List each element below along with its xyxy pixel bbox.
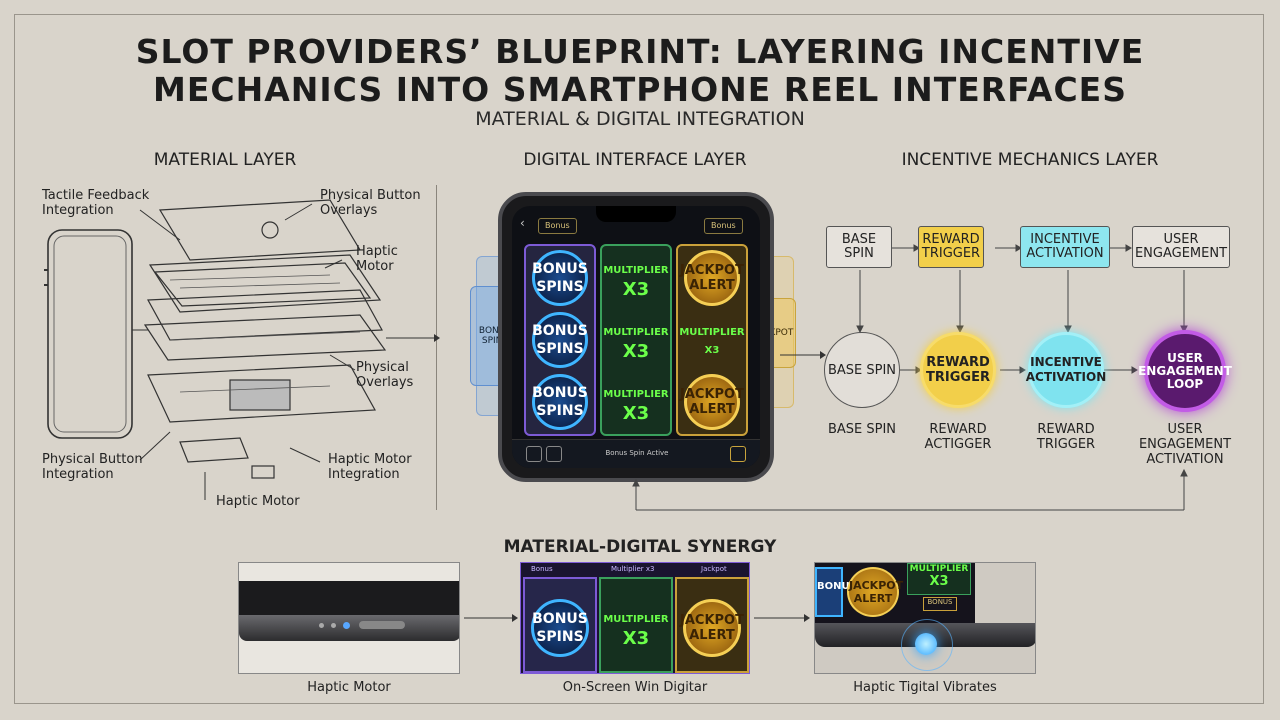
- caption-haptic-vibrates: Haptic Tigital Vibrates: [853, 680, 997, 695]
- incentive-layer-heading: Incentive Mechanics Layer: [901, 150, 1159, 170]
- phone-notch: [596, 206, 676, 222]
- symbol-jackpot-alert: Jackpot Alert: [680, 250, 744, 306]
- settings-icon[interactable]: [546, 446, 562, 462]
- circle-reward-trigger: Reward Trigger: [920, 332, 996, 408]
- circle-base-spin: Base Spin: [824, 332, 900, 408]
- smartphone-mockup: ‹ Bonus Bonus Bonus Spins Bonus Spins Bo…: [498, 192, 774, 482]
- spin-icon[interactable]: [730, 446, 746, 462]
- back-chevron-icon[interactable]: ‹: [520, 216, 525, 230]
- exploded-phone-illustration: [44, 199, 440, 500]
- page-title-line-1: Slot Providers’ Blueprint: Layering Ince…: [135, 32, 1145, 71]
- slot-screen: ‹ Bonus Bonus Bonus Spins Bonus Spins Bo…: [512, 206, 760, 468]
- arrow-synergy-1: [464, 614, 518, 622]
- symbol-jackpot-alert: Jackpot Alert: [680, 599, 744, 657]
- circle-user-engagement-loop: User Engagement Loop: [1138, 330, 1232, 412]
- box-user-engagement: User Engagement: [1132, 226, 1230, 268]
- callout-haptic-motor-bottom: Haptic Motor: [216, 494, 300, 509]
- status-text: Bonus Spin Active: [605, 449, 669, 457]
- caption-reward-actigger: Reward Actigger: [924, 422, 992, 452]
- box-incentive-activation: Incentive Activation: [1020, 226, 1110, 268]
- symbol-bonus-spins: Bonus Spins: [532, 374, 588, 430]
- symbol-multiplier: Multiplier x3: [679, 327, 745, 356]
- bottom-control-bar: Bonus Spin Active: [512, 439, 760, 468]
- caption-on-screen-win: On-Screen Win Digitar: [562, 680, 708, 695]
- symbol-bonus-spins: Bonus Spins: [532, 312, 588, 368]
- haptic-pulse-icon: [915, 633, 937, 655]
- top-right-tag: Bonus: [704, 218, 743, 234]
- symbol-bonus-spins: Bonus Spins: [532, 250, 588, 306]
- menu-icon[interactable]: [526, 446, 542, 462]
- panel-on-screen-win: Bonus Multiplier x3 Jackpot Bonus Spins …: [520, 562, 750, 674]
- top-left-tag: Bonus: [538, 218, 577, 234]
- arrow-to-incentive: [780, 351, 826, 359]
- page-title-line-2: Mechanics into Smartphone Reel Interface…: [153, 70, 1127, 109]
- circle-incentive-activation: Incentive Activation: [1026, 332, 1106, 408]
- reel-jackpot: Jackpot Alert Multiplier x3 Jackpot Aler…: [676, 244, 748, 436]
- caption-haptic-motor: Haptic Motor: [307, 680, 391, 695]
- reel-bonus: Bonus Spins Bonus Spins Bonus Spins: [524, 244, 596, 436]
- material-layer-heading: Material Layer: [153, 150, 297, 170]
- panel-haptic-motor: [238, 562, 460, 674]
- caption-user-engagement-activation: User Engagement Activation: [1138, 422, 1232, 467]
- page-subtitle: Material & Digital Integration: [475, 108, 805, 130]
- caption-reward-trigger: Reward Trigger: [1036, 422, 1096, 452]
- caption-base-spin: Base Spin: [827, 422, 897, 437]
- box-base-spin: Base Spin: [826, 226, 892, 268]
- incentive-connectors: [632, 244, 1188, 511]
- section-divider: [436, 185, 437, 510]
- outer-frame: [14, 14, 1264, 704]
- arrow-synergy-2: [754, 614, 810, 622]
- box-reward-trigger: Reward Trigger: [918, 226, 984, 268]
- symbol-bonus-spins: Bonus Spins: [531, 599, 589, 657]
- digital-layer-heading: Digital Interface Layer: [523, 150, 747, 170]
- synergy-heading: Material-Digital Synergy: [503, 537, 777, 557]
- symbol-jackpot-alert: Jackpot Alert: [680, 374, 744, 430]
